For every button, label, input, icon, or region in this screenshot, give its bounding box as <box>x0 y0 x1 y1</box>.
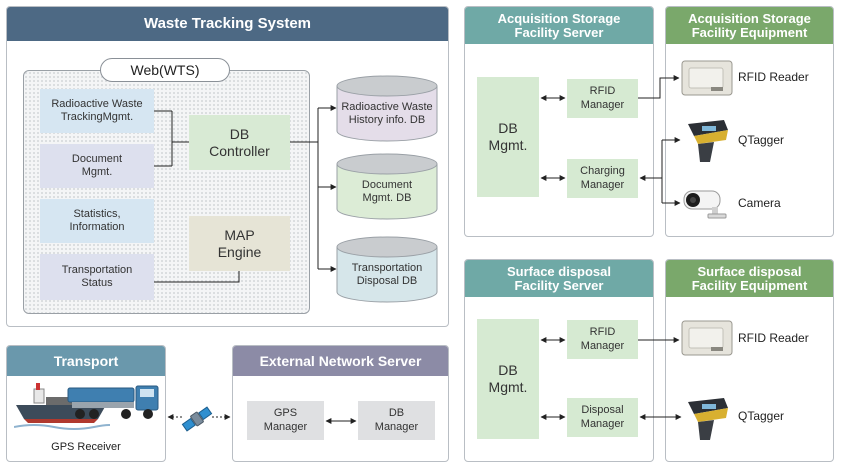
module-transportation-status: Transportation Status <box>40 254 154 300</box>
surface-rfid-manager: RFID Manager <box>567 320 638 359</box>
db-cylinder-1-shape <box>336 75 438 142</box>
satellite-icon <box>181 406 213 432</box>
db-document-mgmt: Document Mgmt. DB <box>336 153 438 220</box>
db-controller: DB Controller <box>189 115 290 170</box>
surface-equipment-panel: Surface disposal Facility Equipment <box>665 259 834 462</box>
truck-icon <box>67 385 159 419</box>
gps-receiver-caption: GPS Receiver <box>51 441 121 453</box>
db-transportation-disposal-label: Transportation Disposal DB <box>351 261 423 287</box>
qtagger-icon <box>688 120 728 162</box>
camera-label: Camera <box>738 196 781 210</box>
acq-charging-manager: Charging Manager <box>567 159 638 198</box>
surface-disposal-manager: Disposal Manager <box>567 398 638 437</box>
surface-qtagger-label: QTagger <box>738 409 785 423</box>
db-transportation-disposal: Transportation Disposal DB <box>336 236 438 303</box>
module-document-mgmt: Document Mgmt. <box>40 144 154 188</box>
acq-equipment-title: Acquisition Storage Facility Equipment <box>666 7 833 44</box>
external-db-manager: DB Manager <box>358 401 435 440</box>
acq-qtagger-label: QTagger <box>738 133 785 147</box>
rfid-reader-icon <box>681 60 733 96</box>
surface-equipment-title: Surface disposal Facility Equipment <box>666 260 833 297</box>
acq-rfid-reader-label: RFID Reader <box>738 70 809 84</box>
surface-server-title: Surface disposal Facility Server <box>465 260 653 297</box>
external-title: External Network Server <box>233 346 448 376</box>
db-cylinder-2-shape <box>336 153 438 220</box>
db-cylinder-3-shape <box>336 236 438 303</box>
gps-manager: GPS Manager <box>247 401 324 440</box>
transport-title: Transport <box>7 346 165 376</box>
db-radioactive-waste-history-label: Radioactive Waste History info. DB <box>341 100 433 126</box>
surface-rfid-reader-icon <box>681 320 733 356</box>
map-engine: MAP Engine <box>189 216 290 271</box>
acq-db-mgmt: DB Mgmt. <box>477 77 539 197</box>
surface-rfid-reader-label: RFID Reader <box>738 331 809 345</box>
web-wts-label: Web(WTS) <box>100 58 230 82</box>
db-document-mgmt-label: Document Mgmt. DB <box>361 178 413 204</box>
module-statistics-information: Statistics, Information <box>40 199 154 243</box>
surface-qtagger-icon <box>688 398 728 440</box>
web-wts-label-text: Web(WTS) <box>130 62 200 78</box>
camera-icon <box>683 190 727 219</box>
acq-rfid-manager: RFID Manager <box>567 79 638 118</box>
wts-title: Waste Tracking System <box>7 7 448 41</box>
db-radioactive-waste-history: Radioactive Waste History info. DB <box>336 75 438 142</box>
acq-server-title: Acquisition Storage Facility Server <box>465 7 653 44</box>
module-radioactive-waste-tracking: Radioactive Waste TrackingMgmt. <box>40 89 154 133</box>
surface-db-mgmt: DB Mgmt. <box>477 319 539 439</box>
